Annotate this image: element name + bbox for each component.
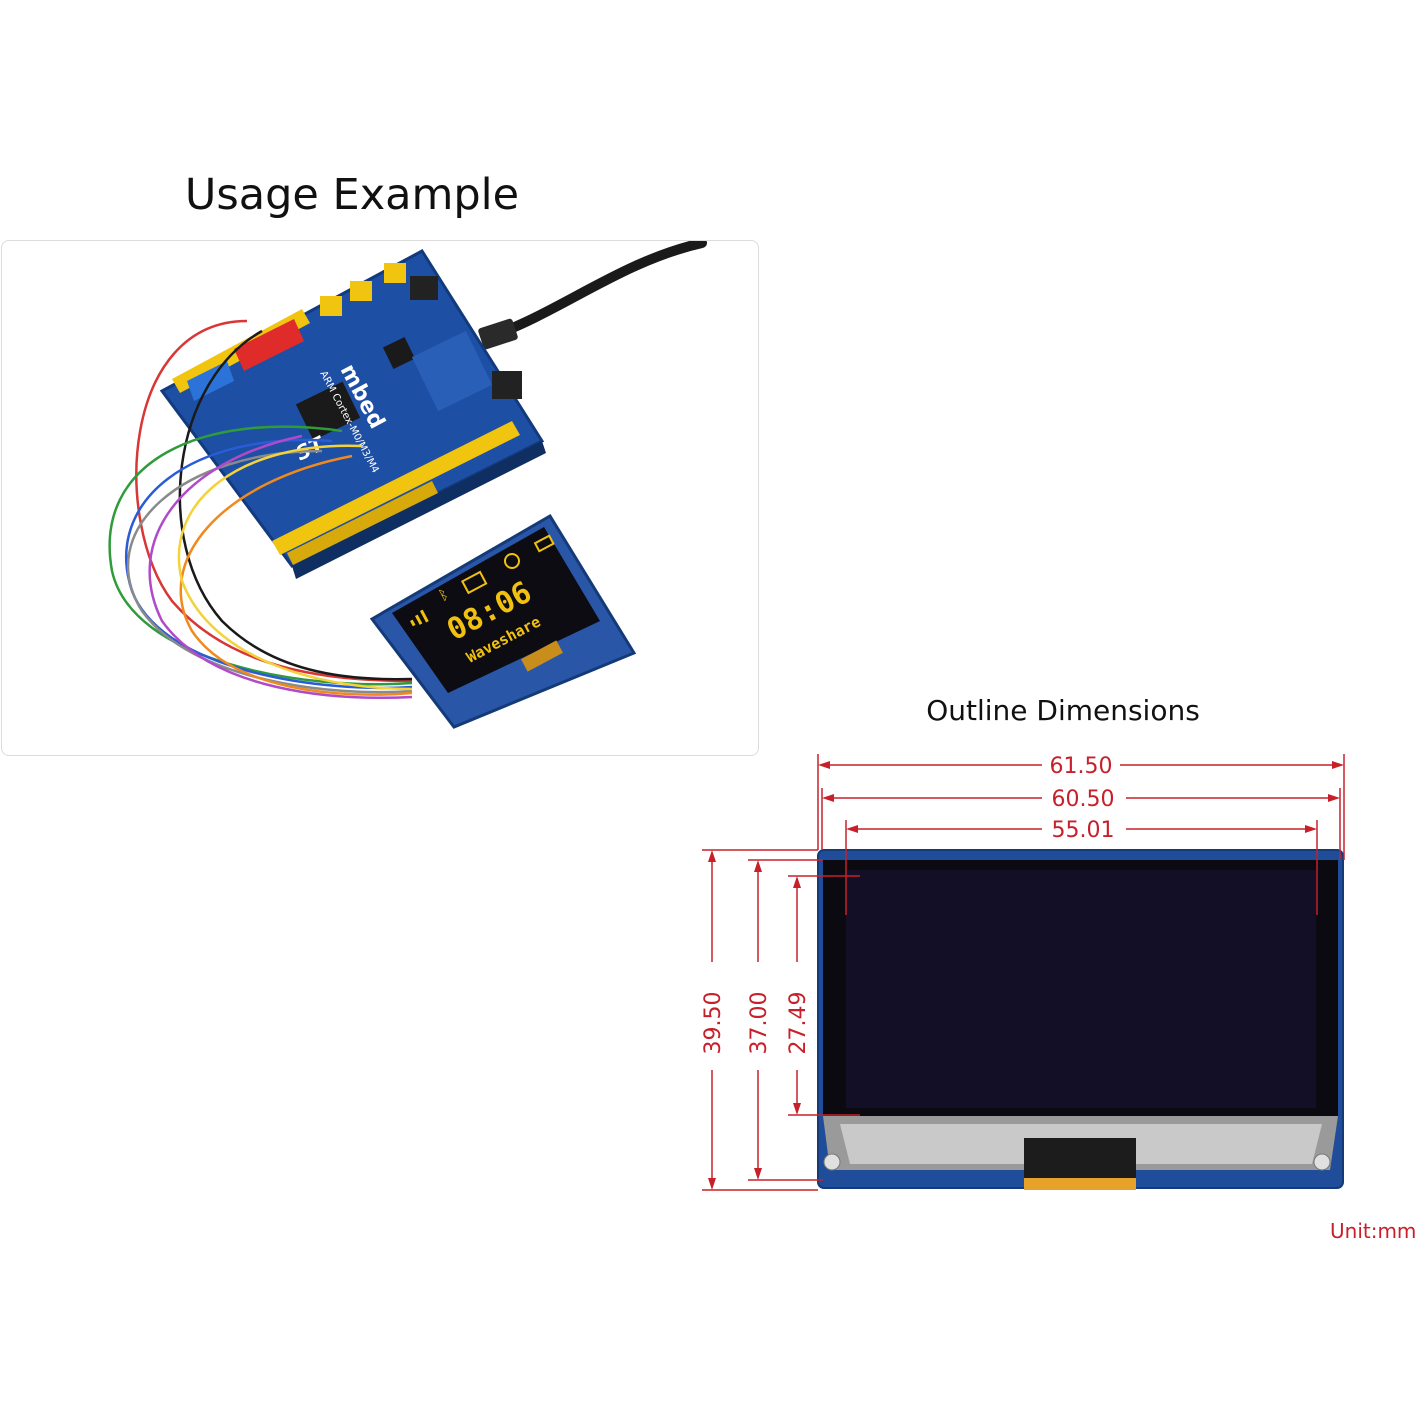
mcu-chip — [295, 381, 361, 441]
signal-icon — [410, 609, 429, 627]
dim-width-61-50: 61.50 — [1050, 754, 1113, 779]
oled-module: ᛒ 08:06 Waveshare — [369, 513, 637, 729]
oled-screen — [392, 527, 600, 693]
clock-icon — [504, 553, 520, 569]
dim-height-39-50: 39.50 — [701, 992, 726, 1055]
mail-icon — [461, 570, 488, 595]
jumper-3 — [384, 263, 406, 283]
module-outline — [817, 849, 1344, 1190]
mount-hole-left — [823, 1153, 841, 1171]
chip-small — [382, 336, 416, 370]
dim-width-60-50: 60.50 — [1052, 787, 1115, 812]
jumper-wires — [108, 319, 413, 700]
mount-hole-right — [1313, 1153, 1331, 1171]
pcb-board: mbed ARM Cortex-M0/M3/M4 ST — [159, 249, 546, 579]
usage-photo: mbed ARM Cortex-M0/M3/M4 ST ᛒ — [1, 240, 759, 756]
dimension-drawing: 61.50 60.50 55.01 39.50 37.00 27.49 — [701, 754, 1345, 1191]
jumper-1 — [320, 296, 342, 316]
dim-height-27-49: 27.49 — [786, 992, 811, 1055]
usb-plug — [478, 318, 518, 350]
unit-label: Unit:mm — [1330, 1219, 1417, 1243]
dim-height-37-00: 37.00 — [747, 992, 772, 1055]
jumper-2 — [350, 281, 372, 301]
header-bottom — [272, 421, 520, 555]
outline-dimensions-title: Outline Dimensions — [926, 694, 1200, 727]
component-grid — [411, 330, 493, 412]
usb-cable — [487, 241, 707, 341]
dc-jack — [410, 276, 438, 300]
connector-black — [492, 371, 522, 399]
battery-icon — [533, 534, 555, 553]
usage-illustration: mbed ARM Cortex-M0/M3/M4 ST ᛒ — [108, 241, 707, 729]
dim-width-55-01: 55.01 — [1052, 818, 1115, 843]
red-header — [234, 319, 304, 371]
usage-example-title: Usage Example — [184, 170, 520, 220]
ffc-connector — [521, 640, 563, 672]
display-area — [846, 870, 1316, 1108]
